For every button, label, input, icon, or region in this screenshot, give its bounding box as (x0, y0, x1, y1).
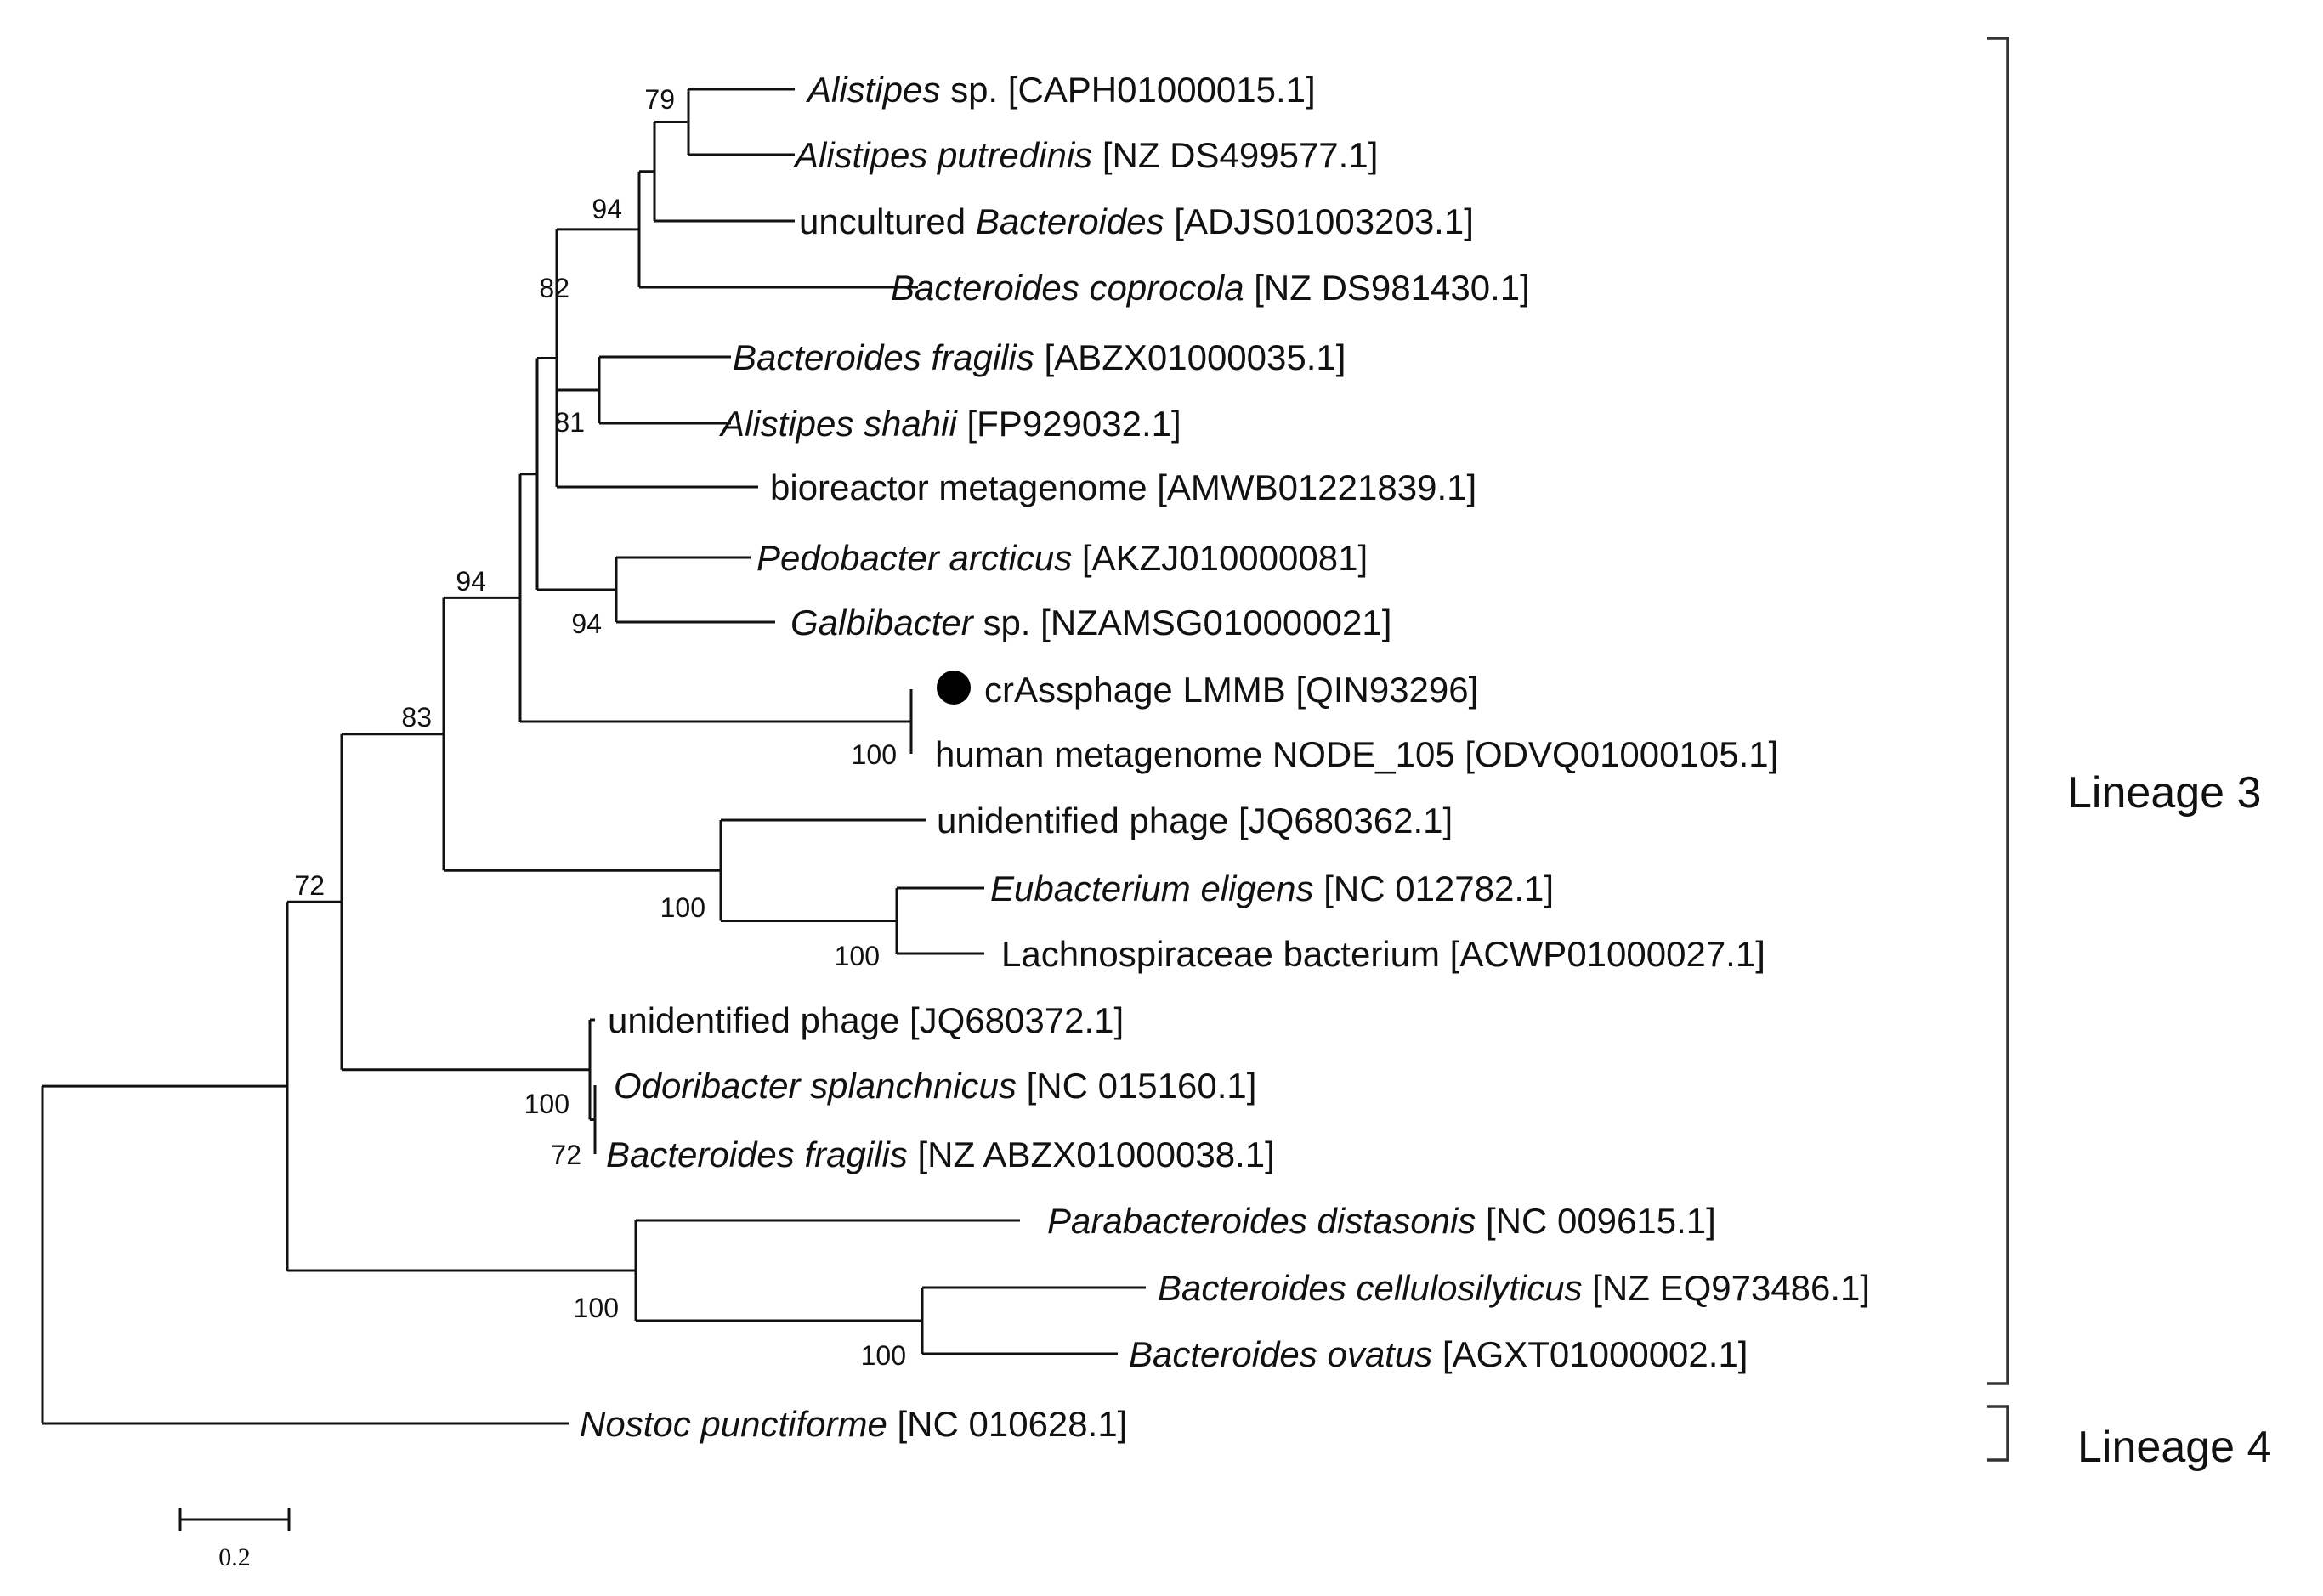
bootstrap-value: 83 (401, 702, 432, 733)
accession-text: [NC 009615.1] (1476, 1201, 1716, 1241)
accession-text: human metagenome NODE_105 [ODVQ01000105.… (935, 734, 1778, 774)
accession-text: unidentified phage [JQ680372.1] (608, 1000, 1124, 1040)
accession-text: bioreactor metagenome [AMWB01221839.1] (770, 467, 1476, 507)
accession-text: [NC 015160.1] (1017, 1066, 1257, 1106)
accession-text: crAssphage LMMB [QIN93296] (984, 670, 1478, 710)
scale-bar-label: 0.2 (218, 1543, 251, 1571)
species-name: Parabacteroides distasonis (1047, 1201, 1476, 1241)
leaf-label: Alistipes sp. [CAPH01000015.1] (805, 70, 1316, 110)
leaf-label: Eubacterium eligens [NC 012782.1] (990, 869, 1554, 908)
bootstrap-value: 100 (852, 739, 897, 770)
lineage-4-bracket (1987, 1405, 2009, 1462)
species-name: Bacteroides fragilis (733, 337, 1034, 377)
leaf-label: Parabacteroides distasonis [NC 009615.1] (1047, 1201, 1716, 1241)
accession-text: [AGXT01000002.1] (1432, 1334, 1748, 1374)
leaf-label: unidentified phage [JQ680362.1] (937, 801, 1453, 840)
accession-text: [NZ DS499577.1] (1092, 135, 1378, 175)
scale-bar: 0.2 (178, 1508, 291, 1571)
accession-text: [NC 010628.1] (887, 1404, 1128, 1444)
bootstrap-value: 100 (835, 941, 880, 971)
leaf-label: Alistipes putredinis [NZ DS499577.1] (792, 135, 1378, 175)
species-name: Bacteroides ovatus (1129, 1334, 1432, 1374)
lineage-3-bracket (1987, 37, 2009, 1385)
bootstrap-value: 72 (551, 1140, 581, 1170)
species-name: Nostoc punctiforme (580, 1404, 887, 1444)
accession-text: [ADJS01003203.1] (1164, 201, 1474, 241)
accession-text: [ABZX01000035.1] (1034, 337, 1346, 377)
accession-text: [FP929032.1] (957, 404, 1181, 444)
leaf-label: human metagenome NODE_105 [ODVQ01000105.… (935, 734, 1778, 774)
species-name: Bacteroides (976, 201, 1164, 241)
species-name: Odoribacter splanchnicus (614, 1066, 1017, 1106)
leaf-label: bioreactor metagenome [AMWB01221839.1] (770, 467, 1476, 507)
bootstrap-value: 79 (644, 84, 675, 115)
leaf-label: unidentified phage [JQ680372.1] (608, 1000, 1124, 1040)
leaf-label: Lachnospiraceae bacterium [ACWP01000027.… (1001, 934, 1765, 974)
accession-text: [NZ ABZX01000038.1] (908, 1135, 1275, 1174)
leaf-label: Galbibacter sp. [NZAMSG010000021] (790, 603, 1391, 642)
accession-text: [NZ EQ973486.1] (1583, 1268, 1871, 1308)
bootstrap-value: 100 (524, 1089, 569, 1119)
tree-branches (41, 88, 1146, 1425)
leaf-label: Bacteroides fragilis [ABZX01000035.1] (733, 337, 1346, 377)
species-name: Galbibacter (790, 603, 975, 642)
accession-text: sp. [NZAMSG010000021] (973, 603, 1392, 642)
species-name: Bacteroides cellulosilyticus (1158, 1268, 1583, 1308)
leaf-labels: Alistipes sp. [CAPH01000015.1]Alistipes … (580, 70, 1870, 1444)
leaf-label: Bacteroides fragilis [NZ ABZX01000038.1] (606, 1135, 1275, 1174)
bootstrap-value: 81 (554, 407, 585, 438)
leaf-label: Bacteroides ovatus [AGXT01000002.1] (1129, 1334, 1748, 1374)
leaf-label: Alistipes shahii [FP929032.1] (718, 404, 1181, 444)
accession-text: [NZ DS981430.1] (1244, 268, 1530, 308)
leaf-label: Nostoc punctiforme [NC 010628.1] (580, 1404, 1127, 1444)
crassphage-marker-icon (937, 671, 971, 705)
leaf-label: Bacteroides coprocola [NZ DS981430.1] (891, 268, 1530, 308)
bootstrap-value: 72 (294, 870, 325, 901)
accession-text: sp. [CAPH01000015.1] (940, 70, 1315, 110)
species-name: Pedobacter arcticus (756, 538, 1072, 578)
bootstrap-value: 94 (456, 566, 486, 597)
accession-text: uncultured (799, 201, 976, 241)
species-name: Alistipes shahii (718, 404, 958, 444)
bootstrap-value: 100 (660, 892, 705, 923)
bootstrap-value: 100 (574, 1293, 619, 1323)
leaf-label: Bacteroides cellulosilyticus [NZ EQ97348… (1158, 1268, 1870, 1308)
accession-text: [NC 012782.1] (1314, 869, 1555, 908)
accession-text: unidentified phage [JQ680362.1] (937, 801, 1453, 840)
species-name: Bacteroides fragilis (606, 1135, 908, 1174)
leaf-label: Pedobacter arcticus [AKZJ010000081] (756, 538, 1368, 578)
accession-text: [AKZJ010000081] (1072, 538, 1368, 578)
lineage-3-label: Lineage 3 (2067, 768, 2261, 818)
species-name: Bacteroides coprocola (891, 268, 1244, 308)
bootstrap-value: 100 (861, 1340, 906, 1371)
lineage-4-label: Lineage 4 (2077, 1423, 2271, 1472)
bootstrap-value: 82 (539, 273, 569, 303)
leaf-label: uncultured Bacteroides [ADJS01003203.1] (799, 201, 1474, 241)
leaf-label: Odoribacter splanchnicus [NC 015160.1] (614, 1066, 1256, 1106)
species-name: Alistipes putredinis (792, 135, 1092, 175)
leaf-label: crAssphage LMMB [QIN93296] (984, 670, 1478, 710)
species-name: Eubacterium eligens (990, 869, 1314, 908)
lineage-brackets: Lineage 3 Lineage 4 (1987, 37, 2271, 1472)
bootstrap-value: 94 (592, 194, 622, 224)
accession-text: Lachnospiraceae bacterium [ACWP01000027.… (1001, 934, 1765, 974)
species-name: Alistipes (805, 70, 940, 110)
bootstrap-value: 94 (571, 608, 602, 639)
bootstrap-values: 79 94 82 81 94 94 100 83 100 100 72 100 72 100 100 (294, 84, 906, 1371)
